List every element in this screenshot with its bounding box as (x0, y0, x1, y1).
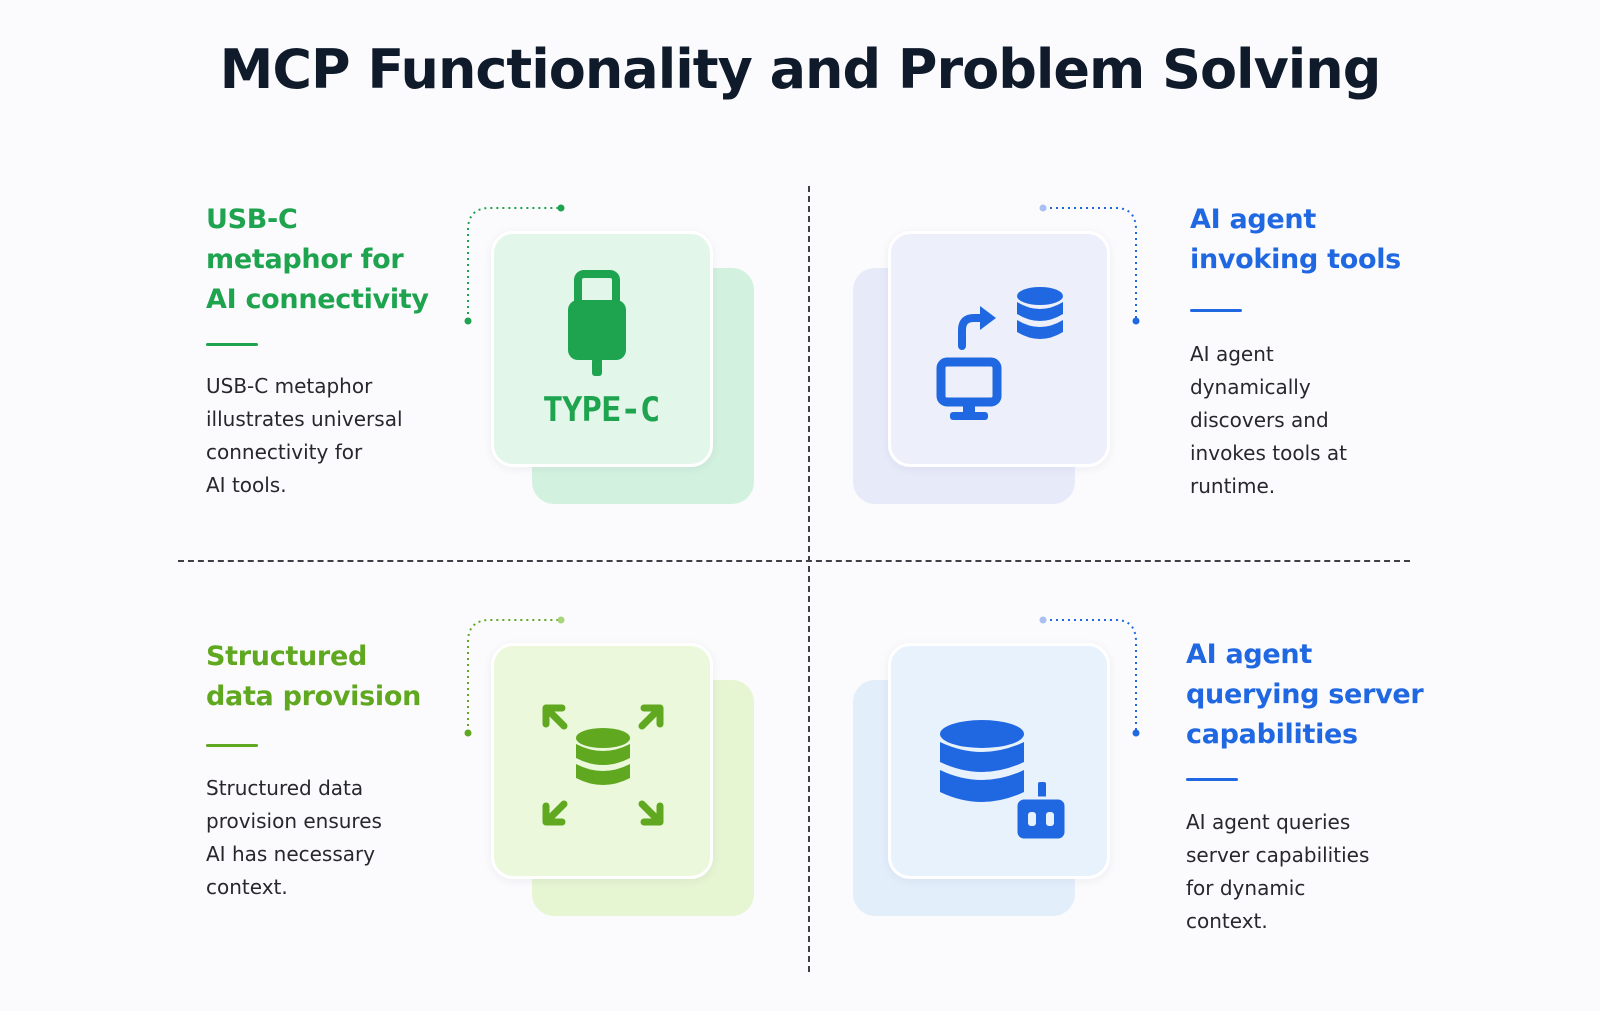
heading-line: invoking tools (1190, 244, 1401, 275)
connector-line (1039, 204, 1140, 325)
desc-line: dynamically (1190, 375, 1311, 399)
desc-line: Structured data (206, 776, 364, 800)
desc-line: AI tools. (206, 473, 287, 497)
heading-line: AI connectivity (206, 284, 429, 315)
heading-line: USB-C (206, 204, 298, 235)
connector-line (464, 616, 565, 737)
heading-underline (206, 744, 258, 747)
vertical-divider (808, 186, 810, 972)
icon-card (491, 643, 713, 879)
computer-database-icon (936, 287, 1063, 420)
heading-line: querying server (1186, 679, 1424, 710)
database-expand-icon (542, 704, 664, 826)
connector-line (464, 204, 565, 325)
desc-line: runtime. (1190, 474, 1276, 498)
desc-line: illustrates universal (206, 407, 403, 431)
usb-c-plug-icon (568, 270, 626, 376)
page-title: MCP Functionality and Problem Solving (219, 38, 1382, 101)
heading-underline (1190, 309, 1242, 312)
icon-card (888, 231, 1110, 467)
desc-line: context. (1186, 909, 1268, 933)
desc-line: context. (206, 875, 288, 899)
desc-line: AI agent queries (1186, 810, 1351, 834)
desc-line: server capabilities (1186, 843, 1370, 867)
connector-line (1039, 616, 1140, 737)
quadrant-description: Structured data provision ensures AI has… (206, 772, 382, 904)
desc-line: invokes tools at (1190, 441, 1348, 465)
heading-line: capabilities (1186, 719, 1358, 750)
type-c-label: TYPE-C (542, 390, 661, 430)
quadrant-heading: Structured data provision (206, 637, 421, 717)
desc-line: AI has necessary (206, 842, 376, 866)
heading-line: AI agent (1190, 204, 1316, 235)
desc-line: for dynamic (1186, 876, 1306, 900)
quadrant-description: AI agent queries server capabilities for… (1186, 806, 1369, 938)
heading-underline (206, 343, 258, 346)
desc-line: AI agent (1190, 342, 1274, 366)
desc-line: discovers and (1190, 408, 1329, 432)
desc-line: connectivity for (206, 440, 363, 464)
horizontal-divider (178, 560, 1410, 562)
quadrant-heading: AI agent querying server capabilities (1186, 635, 1424, 755)
desc-line: USB-C metaphor (206, 374, 373, 398)
heading-line: data provision (206, 681, 422, 712)
quadrant-description: AI agent dynamically discovers and invok… (1190, 338, 1347, 503)
quadrant-description: USB-C metaphor illustrates universal con… (206, 370, 403, 502)
database-robot-icon (940, 720, 1068, 842)
heading-line: metaphor for (206, 244, 404, 275)
heading-line: AI agent (1186, 639, 1312, 670)
heading-line: Structured (206, 641, 367, 672)
quadrant-heading: USB-C metaphor for AI connectivity (206, 200, 429, 320)
desc-line: provision ensures (206, 809, 382, 833)
quadrant-heading: AI agent invoking tools (1190, 200, 1401, 280)
heading-underline (1186, 778, 1238, 781)
